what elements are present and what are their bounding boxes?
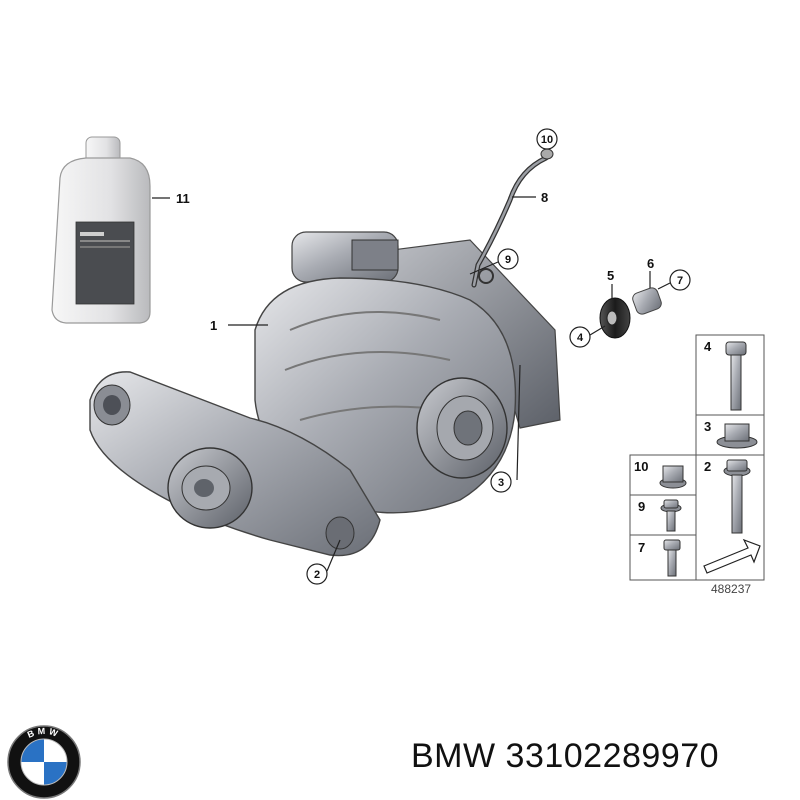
svg-text:3: 3 [704,419,711,434]
svg-text:3: 3 [498,477,504,489]
bolt-9: 9 [638,499,682,532]
nut-3: 3 [704,419,758,449]
nut-10: 10 [634,459,687,489]
callout-circle-3: 3 [490,471,512,493]
callout-circle-7: 7 [669,269,691,291]
direction-arrow-icon [703,538,761,574]
bmw-logo: BMW [7,725,81,799]
rubber-bushing [599,297,631,339]
svg-text:2: 2 [704,459,711,474]
leader-lines [152,196,671,572]
svg-text:4: 4 [704,339,712,354]
bolt-2: 2 [704,459,751,534]
part-number: 33102289970 [505,737,720,775]
svg-text:9: 9 [505,254,511,266]
oil-bottle [51,136,151,324]
callout-1: 1 [210,318,217,333]
diagram-number: 488237 [711,582,751,596]
callout-circle-9: 9 [497,248,519,270]
fastener-legend: 4 3 2 10 9 [629,334,765,596]
part-caption: BMW 33102289970 [411,737,719,776]
brand-name: BMW [411,737,496,775]
svg-text:10: 10 [634,459,648,474]
svg-text:9: 9 [638,499,645,514]
callout-circle-4: 4 [569,326,591,348]
bolt-4: 4 [704,339,747,411]
metal-spacer [632,287,662,315]
callout-circle-10: 10 [536,128,558,150]
callout-5: 5 [607,268,614,283]
callout-11: 11 [176,191,190,206]
svg-text:BMW: BMW [26,726,62,740]
vent-line [471,148,554,288]
svg-text:7: 7 [677,275,683,287]
callout-circle-2: 2 [306,563,328,585]
callout-8: 8 [541,190,548,205]
callout-6: 6 [647,256,654,271]
svg-text:10: 10 [541,134,553,146]
differential-housing [89,231,561,557]
bolt-7: 7 [638,539,681,577]
svg-text:4: 4 [577,332,584,344]
svg-text:2: 2 [314,569,320,581]
svg-text:7: 7 [638,540,645,555]
